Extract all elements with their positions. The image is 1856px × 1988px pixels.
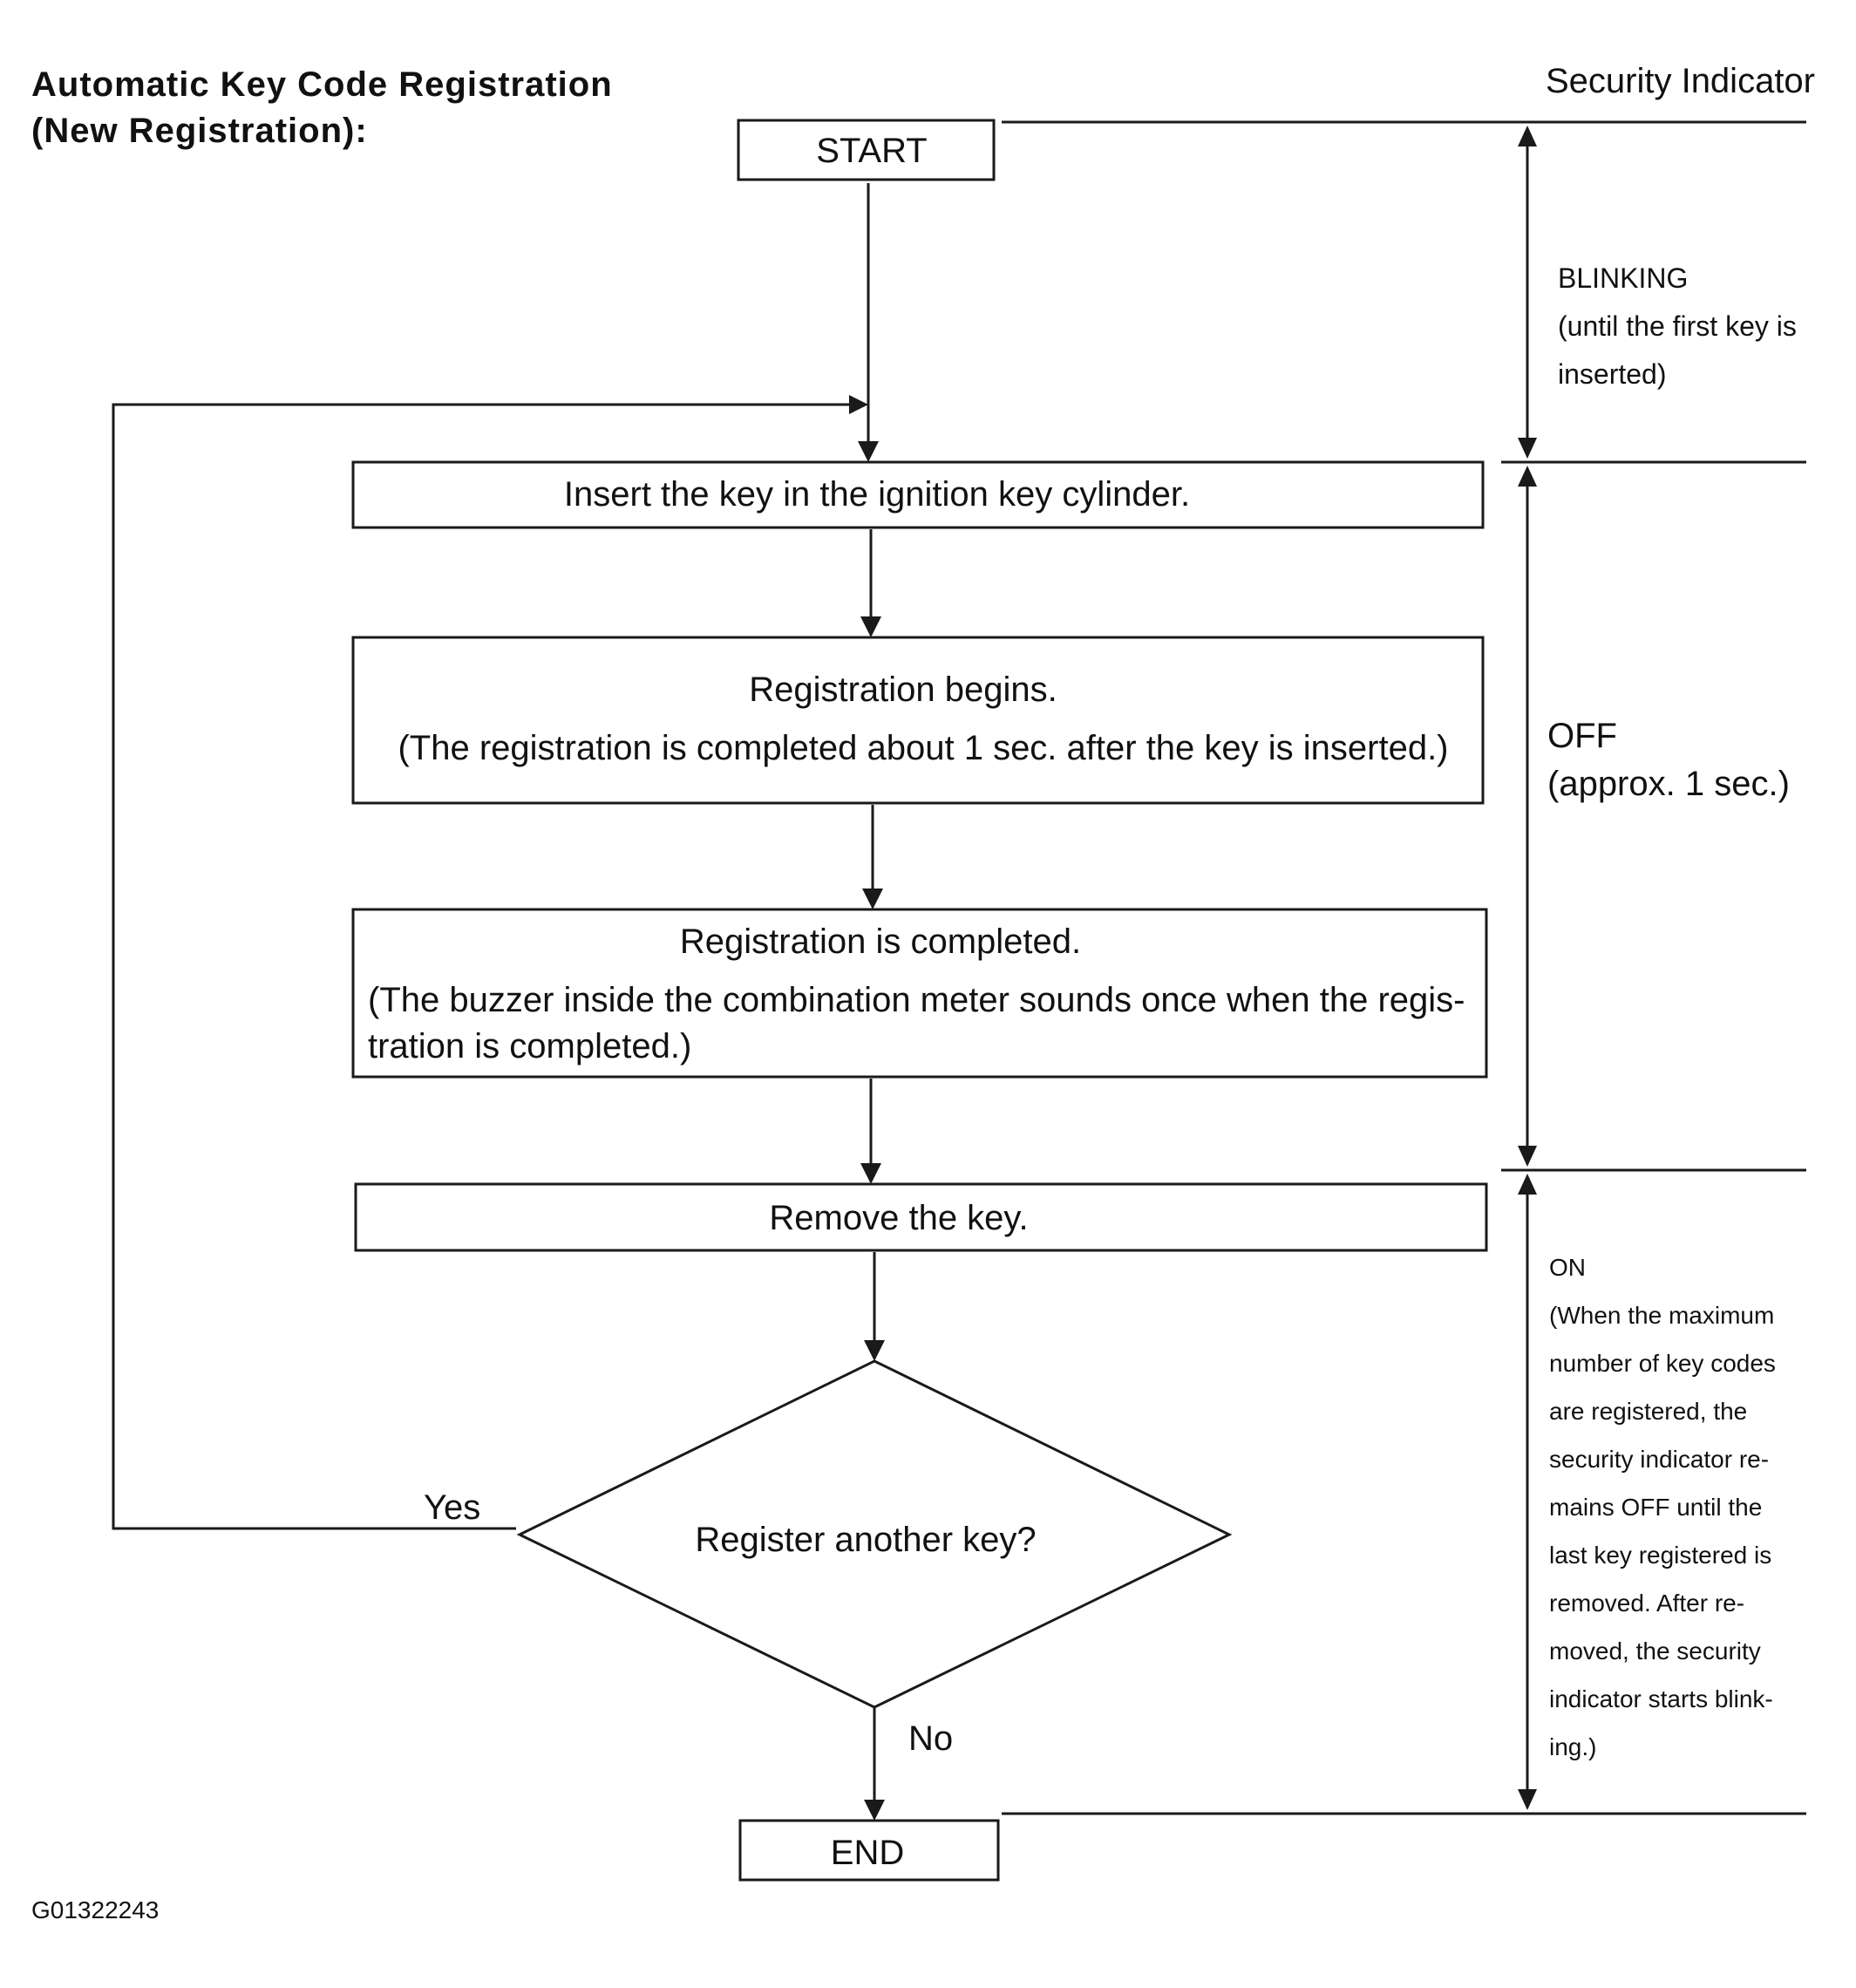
blinking-note-line: (until the first key is [1558,310,1797,342]
step-registration-begins-title: Registration begins. [749,671,1057,709]
step-registration-begins-note: (The registration is completed about 1 s… [398,729,1448,767]
arrow-remove-to-decision [864,1252,885,1361]
arrow-start-to-insert [858,183,879,462]
blinking-note-line: inserted) [1558,358,1667,390]
step-insert-key: Insert the key in the ignition key cylin… [351,460,1485,529]
step-registration-completed-note: (The buzzer inside the combination meter… [368,981,1465,1019]
on-note-line: number of key codes [1549,1350,1776,1377]
start-label: START [816,132,927,170]
page-title: Automatic Key Code Registration [31,65,613,104]
end-node: END [738,1819,1000,1882]
off-note-line: (approx. 1 sec.) [1547,765,1790,803]
on-note-text: (When the maximum number of key codes ar… [1549,1302,1776,1760]
blinking-state-label: BLINKING [1558,262,1688,294]
start-node: START [737,119,996,181]
step-remove-key: Remove the key. [354,1182,1488,1252]
arrow-decision-to-end [864,1707,885,1821]
on-note-line: ing.) [1549,1733,1596,1760]
off-period-arrow [1518,466,1537,1167]
no-label: No [908,1719,953,1758]
on-note-line: moved, the security [1549,1637,1761,1665]
arrow-insert-to-begins [860,529,881,637]
step-registration-completed: Registration is completed. (The buzzer i… [351,908,1488,1079]
on-note-line: mains OFF until the [1549,1494,1762,1521]
decision-register-another-key: Register another key? [516,1359,1233,1709]
step-insert-key-label: Insert the key in the ignition key cylin… [564,475,1190,514]
on-note-line: last key registered is [1549,1542,1771,1569]
security-indicator-header: Security Indicator [1546,62,1815,100]
decision-label: Register another key? [695,1521,1036,1559]
step-registration-begins: Registration begins. (The registration i… [351,636,1485,805]
yes-loop-connector [112,395,868,1530]
step-remove-key-label: Remove the key. [769,1199,1028,1237]
figure-id: G01322243 [31,1896,159,1923]
on-note-line: removed. After re- [1549,1590,1744,1617]
on-note-line: indicator starts blink- [1549,1685,1773,1712]
on-note-line: are registered, the [1549,1398,1747,1425]
page-subtitle: (New Registration): [31,112,368,150]
on-state-label: ON [1549,1254,1586,1281]
end-label: END [831,1834,904,1872]
on-note-line: security indicator re- [1549,1446,1769,1473]
yes-label: Yes [424,1488,480,1527]
arrow-begins-to-completed [862,805,883,909]
step-registration-completed-note: tration is completed.) [368,1027,691,1065]
on-period-arrow [1518,1174,1537,1810]
step-registration-completed-title: Registration is completed. [680,923,1081,961]
off-state-label: OFF [1547,717,1617,755]
on-note-line: (When the maximum [1549,1302,1774,1329]
blinking-period-arrow [1518,126,1537,459]
arrow-completed-to-remove [860,1079,881,1184]
